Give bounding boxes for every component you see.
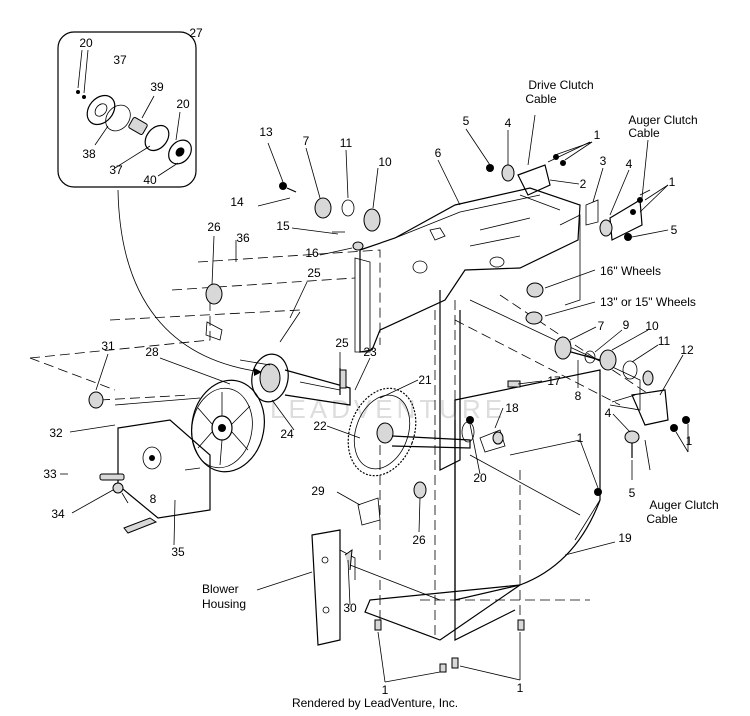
callout-1: 1 xyxy=(669,175,676,189)
callout-14: 14 xyxy=(230,195,244,209)
callout-32: 32 xyxy=(49,426,63,440)
blower-housing xyxy=(364,369,601,641)
text-notes: Drive Clutch Cable Auger Clutch Cable 16… xyxy=(202,78,719,611)
callout-35: 35 xyxy=(171,545,185,559)
callout-17: 17 xyxy=(547,374,561,388)
callout-31: 31 xyxy=(101,339,115,353)
callout-13: 13 xyxy=(259,125,273,139)
callout-16: 16 xyxy=(305,246,319,260)
callout-26: 26 xyxy=(207,220,221,234)
callout-37: 37 xyxy=(113,53,127,67)
left-cover-plate xyxy=(88,391,211,534)
callout-6: 6 xyxy=(435,146,442,160)
callout-4: 4 xyxy=(505,116,512,130)
callout-1: 1 xyxy=(577,431,584,445)
callout-2: 2 xyxy=(580,177,587,191)
callout-8: 8 xyxy=(575,389,582,403)
footer-credit: Rendered by LeadVenture, Inc. xyxy=(291,696,459,710)
callout-4: 4 xyxy=(626,157,633,171)
callout-5: 5 xyxy=(629,486,636,500)
note-auger-clutch-cable-top-line2: Cable xyxy=(628,126,660,140)
callout-10: 10 xyxy=(645,319,659,333)
callout-3: 3 xyxy=(600,154,607,168)
callout-9: 9 xyxy=(623,318,630,332)
callout-11: 11 xyxy=(658,334,671,348)
note-auger-clutch-cable-top-line1: Auger Clutch xyxy=(628,113,697,127)
drive-assembly xyxy=(205,283,351,406)
bottom-fasteners xyxy=(374,416,602,673)
callout-19: 19 xyxy=(618,531,632,545)
callout-12: 12 xyxy=(680,343,694,357)
callout-18: 18 xyxy=(505,401,519,415)
callout-15: 15 xyxy=(276,219,290,233)
auger-pulley xyxy=(191,379,265,473)
callout-37: 37 xyxy=(109,163,123,177)
callout-36: 36 xyxy=(236,231,250,245)
callout-21: 21 xyxy=(418,373,432,387)
note-auger-clutch-cable-bottom-line1: Auger Clutch xyxy=(649,498,718,512)
callout-26: 26 xyxy=(412,533,426,547)
drive-clutch-parts xyxy=(279,182,381,251)
callout-25: 25 xyxy=(307,266,321,280)
callout-5: 5 xyxy=(671,223,678,237)
callout-27: 27 xyxy=(189,26,203,40)
note-blower-housing-line2: Housing xyxy=(202,597,246,611)
callout-7: 7 xyxy=(303,134,310,148)
callout-20: 20 xyxy=(176,97,190,111)
callout-22: 22 xyxy=(313,419,327,433)
callout-1: 1 xyxy=(686,434,693,448)
note-drive-clutch-cable-line2: Cable xyxy=(525,92,557,106)
callout-11: 11 xyxy=(340,136,353,150)
note-drive-clutch-cable-line1: Drive Clutch xyxy=(528,78,593,92)
callout-23: 23 xyxy=(363,345,377,359)
callout-34: 34 xyxy=(51,507,65,521)
callout-5: 5 xyxy=(463,114,470,128)
callout-1: 1 xyxy=(594,128,601,142)
main-frame xyxy=(354,187,641,471)
callout-24: 24 xyxy=(280,427,294,441)
callout-7: 7 xyxy=(598,319,605,333)
callout-10: 10 xyxy=(378,155,392,169)
callout-29: 29 xyxy=(311,484,325,498)
wheel-axle-parts xyxy=(339,336,654,395)
note-13-15-wheels: 13" or 15" Wheels xyxy=(600,295,696,309)
callout-39: 39 xyxy=(150,80,164,94)
callout-20: 20 xyxy=(473,471,487,485)
callout-20: 20 xyxy=(79,36,93,50)
note-16-wheels: 16" Wheels xyxy=(600,264,661,278)
callout-25: 25 xyxy=(335,336,349,350)
callout-28: 28 xyxy=(145,345,159,359)
blower-housing-bracket xyxy=(311,481,441,646)
callout-numbers: 20 37 39 20 38 37 40 27 5 4 1 6 3 4 2 1 … xyxy=(43,26,694,697)
note-auger-clutch-cable-bottom-line2: Cable xyxy=(646,512,678,526)
note-blower-housing-line1: Blower xyxy=(202,582,239,596)
clutch-cable-brackets xyxy=(486,154,690,458)
callout-40: 40 xyxy=(143,173,157,187)
callout-1: 1 xyxy=(517,681,524,695)
leader-lines xyxy=(60,114,689,683)
callout-1: 1 xyxy=(382,683,389,697)
callout-33: 33 xyxy=(43,467,57,481)
callout-8: 8 xyxy=(150,492,157,506)
callout-30: 30 xyxy=(343,601,357,615)
callout-38: 38 xyxy=(82,147,96,161)
callout-4: 4 xyxy=(605,406,612,420)
